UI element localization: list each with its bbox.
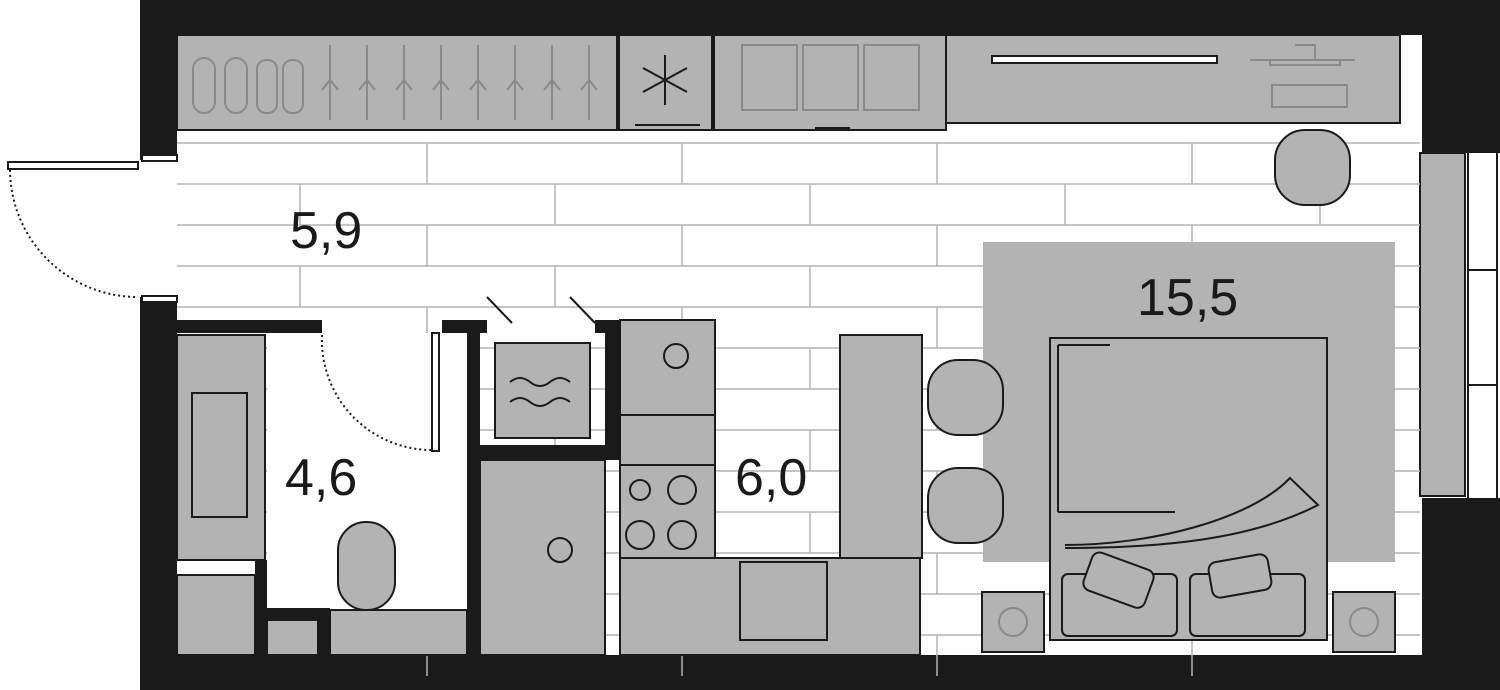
entrance-opening: [138, 160, 178, 297]
entrance-door[interactable]: [7, 161, 139, 170]
pillows: [1061, 551, 1306, 637]
shirts-icon: [741, 44, 920, 111]
door-swing: [9, 169, 139, 298]
chair-2[interactable]: [927, 467, 1004, 544]
washing-machine[interactable]: [494, 342, 591, 439]
tv-icon: [1250, 44, 1355, 108]
kitchen-cabinet: [619, 319, 716, 416]
kitchen-counter: [619, 557, 921, 656]
shoes-icon: [192, 57, 304, 114]
hangers-icon: [321, 45, 598, 120]
hanger-icon: [543, 45, 561, 120]
storage-cabinet: [176, 574, 256, 656]
hanger-icon: [432, 45, 450, 120]
armchair[interactable]: [1274, 129, 1351, 206]
area-hallway: 5,9: [290, 202, 362, 260]
area-kitchen: 6,0: [735, 449, 807, 507]
nightstand-right: [1332, 591, 1396, 653]
fridge[interactable]: [839, 334, 923, 559]
hanger-icon: [469, 45, 487, 120]
cooktop[interactable]: [619, 464, 716, 559]
hanger-icon: [358, 45, 376, 120]
hanger-icon: [580, 45, 598, 120]
kitchen-sink[interactable]: [739, 561, 828, 641]
bathroom-walls: [177, 320, 620, 655]
bathroom-door[interactable]: [431, 332, 440, 452]
hanger-icon: [321, 45, 339, 120]
toilet[interactable]: [337, 521, 396, 611]
shower[interactable]: [479, 459, 606, 656]
area-living: 15,5: [1137, 269, 1238, 327]
sink-cabinet: [176, 334, 266, 561]
nightstand-left: [981, 591, 1045, 653]
hanger-icon: [506, 45, 524, 120]
area-bathroom: 4,6: [285, 449, 357, 507]
snowflake-icon: [642, 55, 688, 105]
chair-1[interactable]: [927, 359, 1004, 436]
wardrobe-row: [176, 34, 1401, 131]
hanger-icon: [395, 45, 413, 120]
window-sill: [1419, 152, 1466, 497]
